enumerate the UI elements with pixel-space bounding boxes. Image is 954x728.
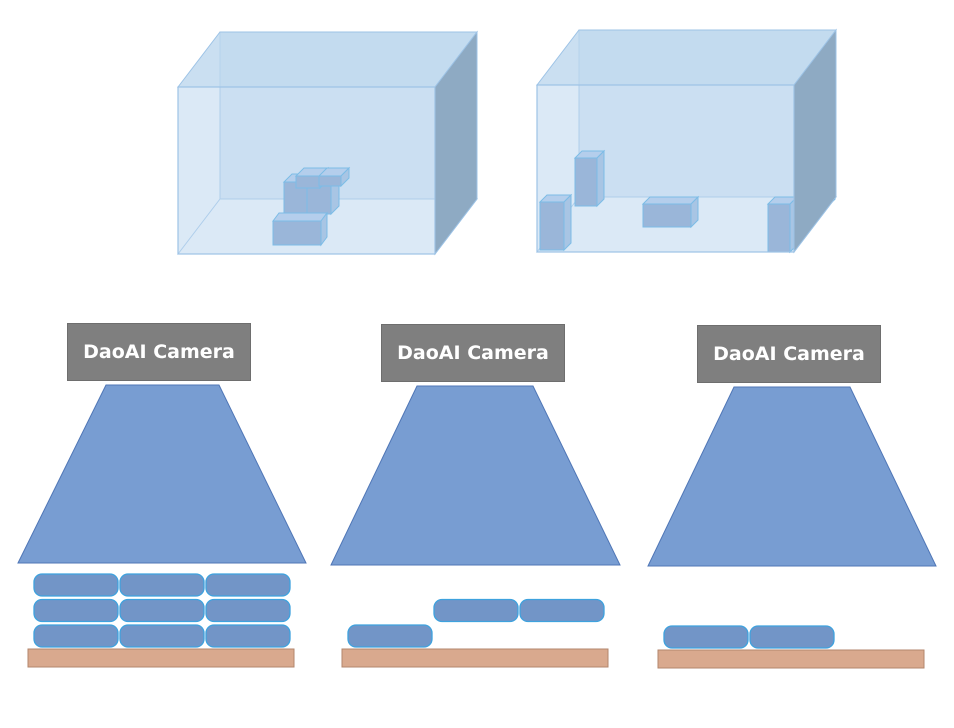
field-of-view-1 — [17, 384, 307, 564]
pallet-3 — [657, 649, 925, 669]
stacked-box-1-2-1 — [33, 598, 119, 623]
stacked-box-2-1-1 — [347, 624, 433, 648]
bin-scattered-parts — [535, 28, 838, 254]
camera-station-2 — [330, 385, 621, 668]
bin-dense-cluster-side-face — [434, 30, 478, 256]
camera-label-3: DaoAI Camera — [713, 343, 865, 365]
stacked-box-1-1-1 — [33, 624, 119, 648]
camera-label-2: DaoAI Camera — [397, 342, 549, 364]
bin-dense-cluster-top-face — [176, 31, 479, 88]
pallet-2 — [341, 648, 609, 668]
bin-scattered-parts-front-face — [536, 84, 795, 253]
bin-scattered-parts-top-face — [535, 29, 838, 86]
bin-dense-cluster — [176, 30, 479, 256]
camera-label-1: DaoAI Camera — [83, 341, 235, 363]
stacked-box-3-1-2 — [749, 625, 835, 649]
stacked-box-1-3-1 — [33, 573, 119, 597]
bins-layer — [176, 28, 838, 256]
stacked-box-2-2-3 — [519, 598, 605, 623]
stacked-box-3-1-1 — [663, 625, 749, 649]
stacked-box-2-2-2 — [433, 598, 519, 623]
stacked-box-1-3-3 — [205, 573, 291, 597]
bin-scattered-parts-side-face — [793, 28, 837, 254]
stacked-box-1-3-2 — [119, 573, 205, 597]
camera-station-1 — [17, 384, 307, 668]
stacked-box-1-1-3 — [205, 624, 291, 648]
bin-dense-cluster-front-face — [177, 86, 436, 255]
field-of-view-2 — [330, 385, 621, 566]
pallet-1 — [27, 648, 295, 668]
stacked-box-1-2-3 — [205, 598, 291, 623]
camera-box-2: DaoAI Camera — [381, 324, 565, 382]
camera-box-3: DaoAI Camera — [697, 325, 881, 383]
stacked-box-1-1-2 — [119, 624, 205, 648]
camera-stations-layer — [17, 384, 937, 669]
camera-box-1: DaoAI Camera — [67, 323, 251, 381]
stacked-box-1-2-2 — [119, 598, 205, 623]
field-of-view-3 — [647, 386, 937, 567]
camera-station-3 — [647, 386, 937, 669]
